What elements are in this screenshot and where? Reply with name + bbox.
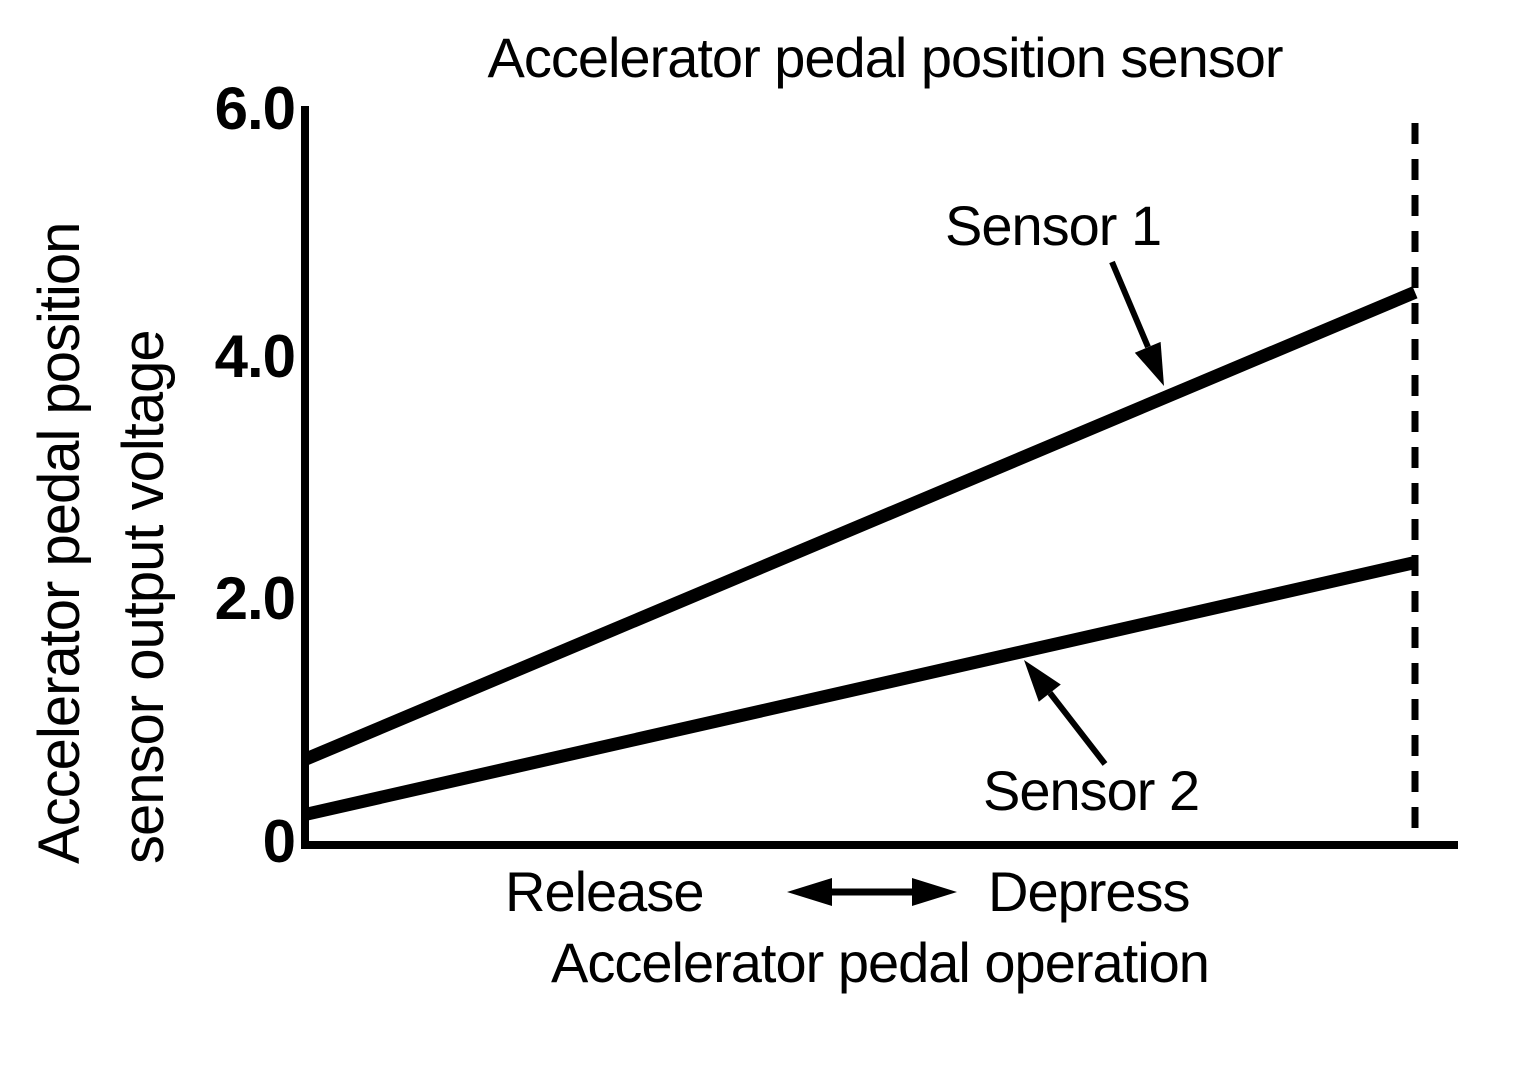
sensor-2-pointer-arrow [1024, 660, 1108, 766]
y-axis-label-line-1: Accelerator pedal position [27, 222, 92, 864]
y-tick-6: 6.0 [214, 75, 296, 142]
x-axis-label: Accelerator pedal operation [551, 931, 1210, 994]
y-tick-2: 2.0 [214, 565, 296, 632]
chart-title: Accelerator pedal position sensor [487, 26, 1283, 89]
depress-label: Depress [988, 860, 1191, 923]
sensor-1-label: Sensor 1 [945, 194, 1162, 257]
sensor-1-pointer-arrow [1109, 260, 1164, 386]
sensor-2-label: Sensor 2 [983, 759, 1200, 822]
y-tick-4: 4.0 [214, 323, 296, 390]
sensor-2-line [304, 556, 1417, 821]
release-label: Release [505, 860, 704, 923]
y-tick-0: 0 [262, 808, 296, 875]
y-axis-label-line-2: sensor output voltage [111, 330, 176, 864]
release-depress-arrow-icon [787, 878, 957, 906]
sensor-1-line [303, 286, 1418, 766]
